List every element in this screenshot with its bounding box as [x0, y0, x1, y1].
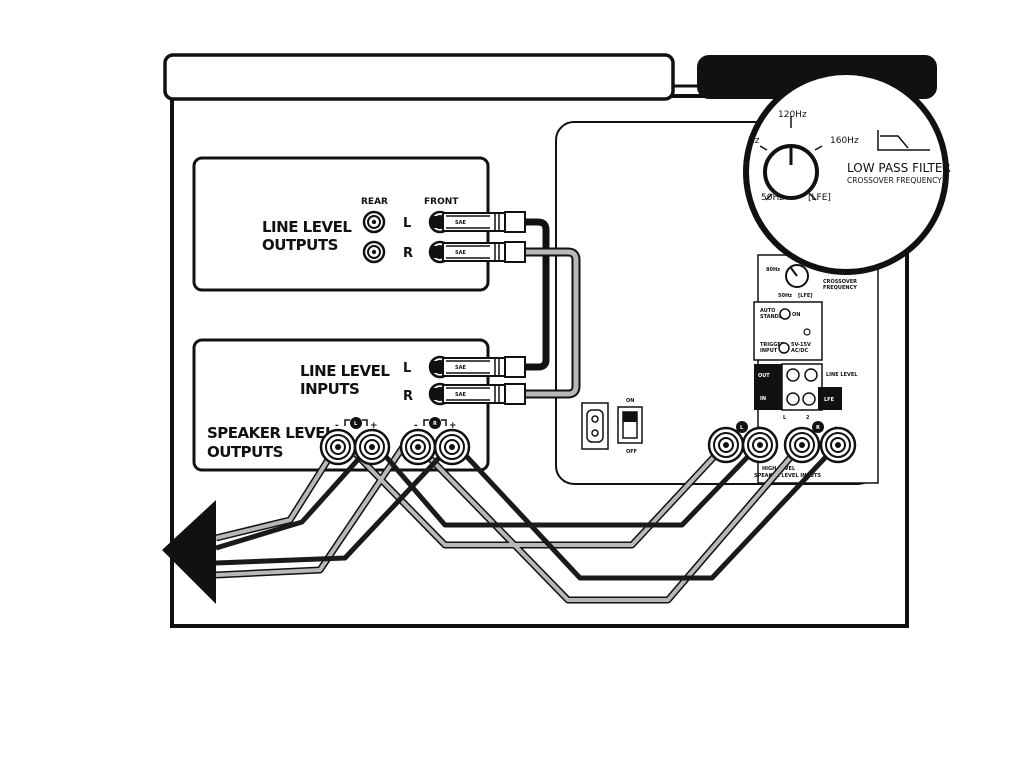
trigger-spec-1: 5V-15V [791, 342, 811, 348]
speaker-level-outputs-label-2: OUTPUTS [207, 443, 283, 461]
rca-plug-brands: SAE SAE SAE SAE [455, 220, 466, 398]
sub-right-badge: R [816, 425, 820, 431]
speaker-wires [215, 441, 840, 604]
line-level-inputs-label-2: INPUTS [300, 380, 359, 398]
dial-50hz: 50Hz [761, 193, 784, 203]
mini-dial-bottom-left: 50Hz [778, 293, 792, 299]
sub-out-right-jack[interactable] [804, 368, 818, 382]
power-inlet-icon [581, 402, 609, 450]
rear-right-jack[interactable] [362, 240, 386, 264]
line-level-outputs-label-2: OUTPUTS [262, 236, 338, 254]
trigger-jack[interactable] [778, 342, 790, 354]
crossover-knob[interactable] [763, 144, 819, 200]
recv-left-badge: L [354, 421, 358, 427]
out-label: OUT [758, 373, 770, 379]
dial-160hz: 160Hz [830, 136, 859, 146]
dial-lfe: [LFE] [808, 193, 831, 203]
sub-left-minus-post[interactable] [707, 426, 745, 464]
crossover-frequency-subtitle: CROSSOVER FREQUENCY [847, 176, 942, 185]
dial-120hz: 120Hz [778, 110, 807, 120]
sub-in-lfe-jack[interactable] [802, 392, 816, 406]
receiver-binding-posts: - L + - R + [319, 417, 471, 466]
recv-left-minus: - [335, 421, 339, 431]
sub-in-left-jack[interactable] [786, 392, 800, 406]
low-pass-filter-title: LOW PASS FILTER [847, 161, 951, 175]
plug-brand-4: SAE [455, 392, 466, 398]
plug-brand-3: SAE [455, 365, 466, 371]
line-level-outputs-label-1: LINE LEVEL [262, 218, 352, 236]
crossover-frequency-2: FREQUENCY [823, 285, 857, 291]
sub-l-small: L [783, 415, 787, 421]
rca-cables [430, 211, 581, 405]
dial-hz: Hz [748, 136, 760, 146]
auto-on-label: ON [792, 312, 800, 318]
sub-2-small: 2 [806, 415, 810, 421]
plug-brand-2: SAE [455, 250, 466, 256]
auto-standby-switch[interactable] [779, 308, 791, 320]
recv-left-minus-post[interactable] [319, 428, 357, 466]
power-switch-icon[interactable] [617, 406, 643, 444]
recv-right-plus: + [449, 421, 457, 431]
status-led [803, 328, 811, 336]
lfe-label: LFE [824, 397, 835, 403]
sub-right-minus-post[interactable] [783, 426, 821, 464]
trigger-input-2: INPUT [760, 348, 778, 354]
sub-line-level-label: LINE LEVEL [826, 372, 858, 378]
input-r-label: R [403, 389, 413, 404]
recv-right-minus-post[interactable] [399, 428, 437, 466]
sub-out-left-jack[interactable] [786, 368, 800, 382]
sub-right-plus-post[interactable] [819, 426, 857, 464]
plug-brand-1: SAE [455, 220, 466, 226]
recv-right-minus: - [414, 421, 418, 431]
line-level-outputs-box: LINE LEVEL OUTPUTS REAR FRONT L R [192, 156, 490, 292]
mini-dial-top: 80Hz [766, 267, 780, 273]
mini-dial-bottom-right: [LFE] [798, 293, 813, 299]
recv-left-plus-post[interactable] [353, 428, 391, 466]
trigger-input-1: TRIGGER [760, 342, 785, 348]
channel-l-label: L [403, 216, 411, 231]
rear-left-jack[interactable] [362, 210, 386, 234]
low-pass-filter-icon [877, 130, 930, 151]
auto-standby-2: STANDBY [760, 314, 786, 320]
power-on-label: ON [626, 398, 634, 404]
in-label: IN [760, 396, 766, 402]
speaker-level-inputs-2: SPEAKER LEVEL INPUTS [754, 473, 821, 479]
recv-left-plus: + [370, 421, 378, 431]
channel-r-label: R [403, 246, 413, 261]
sub-binding-posts: - L + - R + [707, 421, 857, 464]
sub-left-plus-post[interactable] [741, 426, 779, 464]
speaker-level-outputs-label-1: SPEAKER LEVEL [207, 424, 335, 442]
sub-left-badge: L [740, 425, 744, 431]
arrow-left-icon [162, 500, 216, 604]
recv-right-badge: R [433, 421, 437, 427]
line-level-inputs-label-1: LINE LEVEL [300, 362, 390, 380]
power-off-label: OFF [626, 449, 637, 455]
rear-label: REAR [361, 197, 388, 207]
recv-right-plus-post[interactable] [433, 428, 471, 466]
zoom-crossover-callout: 120Hz 160Hz Hz 50Hz [LFE] LOW PASS FILTE… [743, 69, 951, 275]
crossover-frequency-1: CROSSOVER [823, 279, 857, 285]
front-label: FRONT [424, 197, 459, 207]
auto-standby-1: AUTO [760, 308, 775, 314]
trigger-spec-2: AC/DC [791, 348, 809, 354]
input-l-label: L [403, 361, 411, 376]
